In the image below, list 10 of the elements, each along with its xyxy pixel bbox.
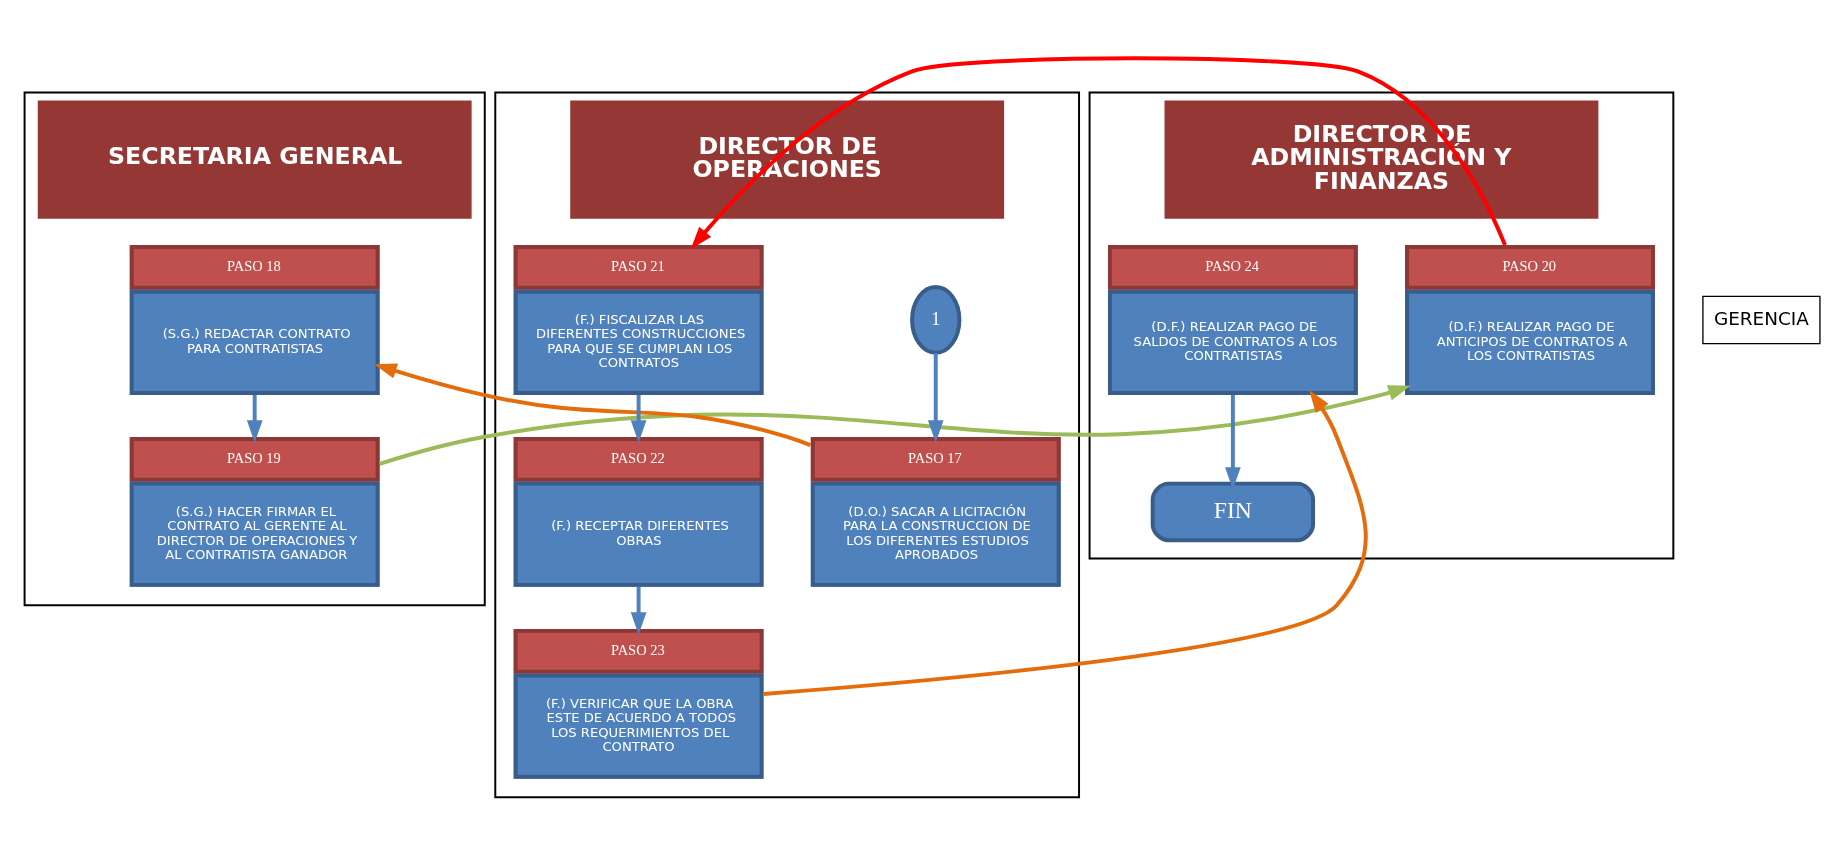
arrow [246,394,263,443]
node-ellipse: 1 [910,284,962,355]
arrow [379,384,1411,466]
arrow [630,586,647,635]
node-box: FIN [1150,481,1316,542]
arrow [374,362,812,447]
arrow [927,352,944,443]
arrow [630,394,647,443]
arrow [763,389,1368,696]
node-box: GERENCIA [1702,295,1821,344]
